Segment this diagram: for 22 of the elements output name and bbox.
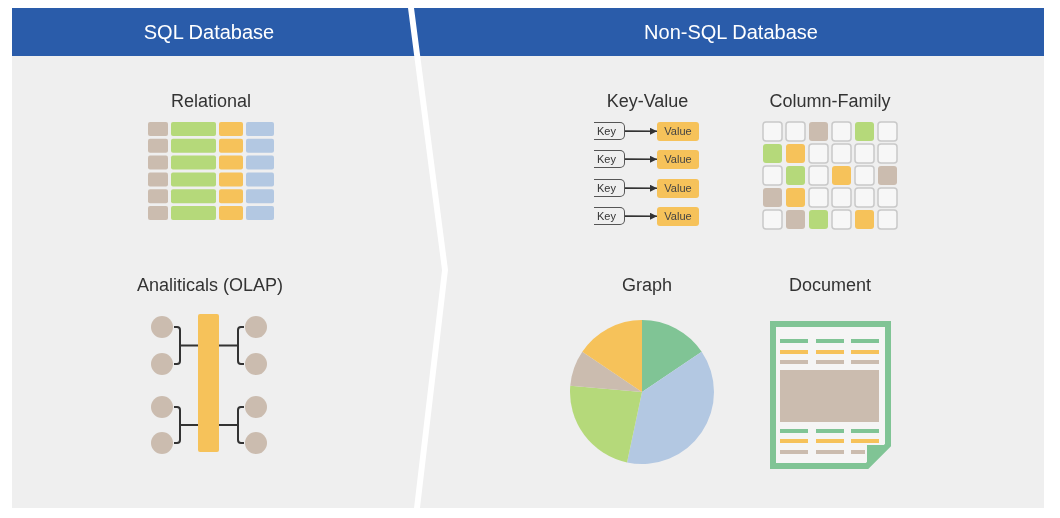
- key-tag: Key: [594, 122, 625, 140]
- arrow: [624, 184, 658, 192]
- panel: [12, 8, 406, 508]
- panel-title: SQL Database: [143, 20, 275, 44]
- panel: [406, 8, 1044, 508]
- value-tag: Value: [657, 150, 699, 169]
- panel-title: Non-SQL Database: [644, 20, 818, 44]
- category-title: Graph: [622, 275, 672, 295]
- value-tag: Value: [657, 207, 699, 226]
- key-tag: Key: [594, 207, 625, 225]
- arrow: [624, 155, 658, 163]
- category-title: Column-Family: [769, 91, 891, 111]
- arrow: [624, 212, 658, 220]
- arrow: [624, 127, 658, 135]
- category-title: Analiticals (OLAP): [136, 275, 284, 295]
- category-title: Key-Value: [606, 91, 689, 111]
- category-title: Relational: [170, 91, 252, 111]
- key-tag: Key: [594, 150, 625, 168]
- value-tag: Value: [657, 122, 699, 141]
- key-tag: Key: [594, 179, 625, 197]
- category-title: Document: [788, 275, 871, 295]
- value-tag: Value: [657, 179, 699, 198]
